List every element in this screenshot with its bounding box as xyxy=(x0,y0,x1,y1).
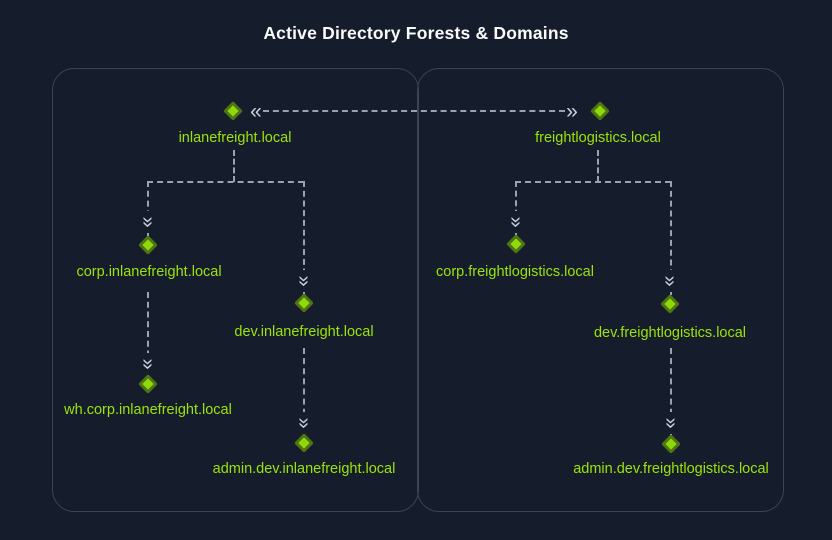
connector-inlanefreight-root xyxy=(233,150,235,182)
connector-freightlogistics-root xyxy=(597,150,599,182)
connector-to-corp-inlanefreight xyxy=(147,181,149,236)
trust-arrow-right-icon: » xyxy=(566,99,578,123)
domain-label-dev-inlanefreight: dev.inlanefreight.local xyxy=(234,324,374,340)
connector-to-dev-inlanefreight xyxy=(303,181,305,294)
chevron-down-icon: » xyxy=(660,412,682,434)
trust-link-line xyxy=(263,110,565,112)
connector-to-admin-dev-inlanefreight xyxy=(303,348,305,435)
chevron-down-icon: » xyxy=(137,353,159,375)
domain-label-corp-inlanefreight: corp.inlanefreight.local xyxy=(76,264,222,280)
domain-label-freightlogistics: freightlogistics.local xyxy=(535,130,661,146)
connector-to-dev-freightlogistics xyxy=(670,181,672,295)
domain-label-inlanefreight: inlanefreight.local xyxy=(178,130,292,146)
connector-inlanefreight-branch xyxy=(147,181,304,183)
domain-label-admin-dev-inlanefreight: admin.dev.inlanefreight.local xyxy=(212,461,396,477)
domain-label-corp-freightlogistics: corp.freightlogistics.local xyxy=(436,264,594,280)
connector-to-corp-freightlogistics xyxy=(515,181,517,235)
domain-label-wh-corp-inlanefreight: wh.corp.inlanefreight.local xyxy=(64,402,232,418)
forest-box-inlanefreight xyxy=(52,68,419,512)
connector-to-admin-dev-freightlogistics xyxy=(670,348,672,435)
connector-freightlogistics-branch xyxy=(515,181,671,183)
domain-label-admin-dev-freightlogistics: admin.dev.freightlogistics.local xyxy=(573,461,769,477)
forest-box-freightlogistics xyxy=(417,68,784,512)
page-title: Active Directory Forests & Domains xyxy=(263,23,569,43)
domain-label-dev-freightlogistics: dev.freightlogistics.local xyxy=(593,325,747,341)
chevron-down-icon: » xyxy=(137,211,159,233)
chevron-down-icon: » xyxy=(505,211,527,233)
trust-arrow-left-icon: « xyxy=(250,99,262,123)
connector-to-wh-corp-inlanefreight xyxy=(147,292,149,376)
